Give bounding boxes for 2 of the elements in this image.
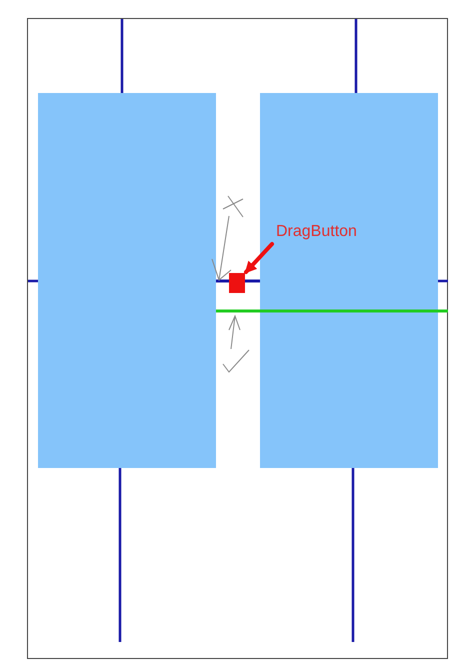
callout-label: DragButton — [276, 223, 357, 241]
drag-handle — [229, 273, 245, 293]
